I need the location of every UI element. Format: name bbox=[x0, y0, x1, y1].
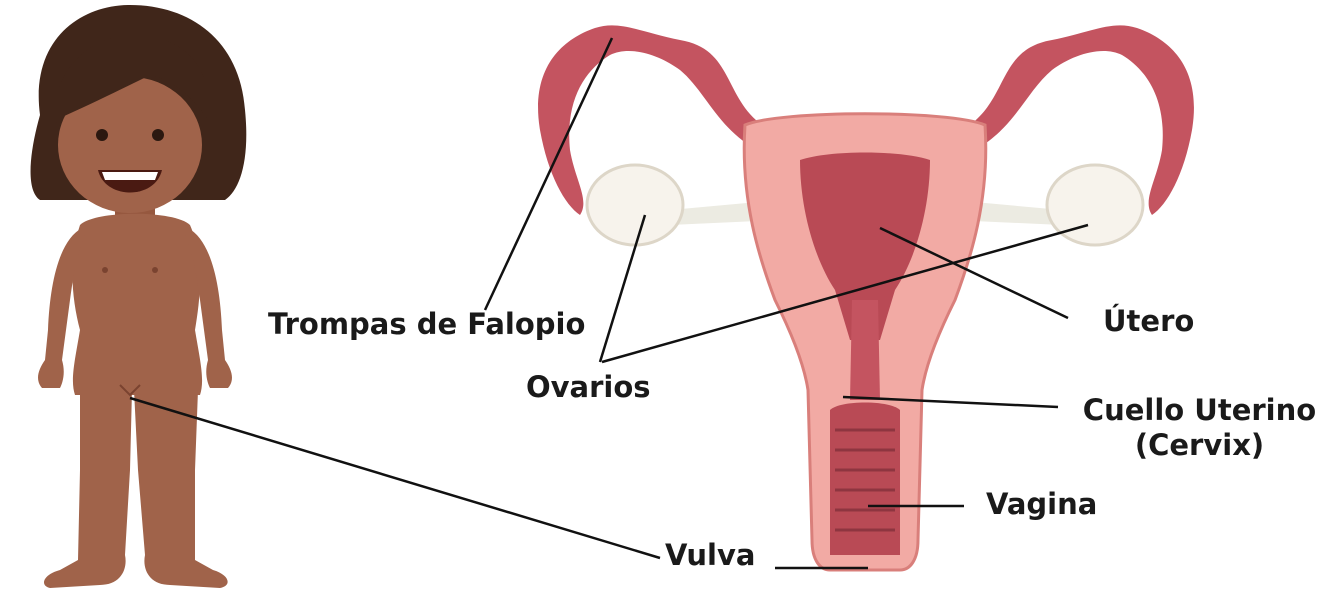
left-leg bbox=[44, 390, 132, 588]
chest-mark-left bbox=[102, 267, 108, 273]
right-leg bbox=[134, 390, 228, 588]
right-eye bbox=[152, 129, 164, 141]
girl-figure bbox=[31, 5, 247, 588]
left-ovary bbox=[587, 165, 683, 245]
torso bbox=[72, 214, 202, 395]
label-cervix-line2: (Cervix) bbox=[1082, 428, 1317, 463]
teeth bbox=[102, 172, 158, 180]
cervical-canal bbox=[850, 300, 880, 400]
label-vulva: Vulva bbox=[665, 538, 755, 573]
leader-vulva-figure bbox=[130, 398, 660, 558]
label-fallopian-tubes: Trompas de Falopio bbox=[268, 307, 585, 342]
label-uterus: Útero bbox=[1103, 304, 1194, 339]
vaginal-canal bbox=[830, 403, 900, 556]
label-cervix: Cuello Uterino (Cervix) bbox=[1082, 393, 1317, 463]
label-ovaries: Ovarios bbox=[526, 370, 651, 405]
chest-mark-right bbox=[152, 267, 158, 273]
label-cervix-line1: Cuello Uterino bbox=[1082, 393, 1317, 428]
left-eye bbox=[96, 129, 108, 141]
label-vagina: Vagina bbox=[986, 487, 1097, 522]
